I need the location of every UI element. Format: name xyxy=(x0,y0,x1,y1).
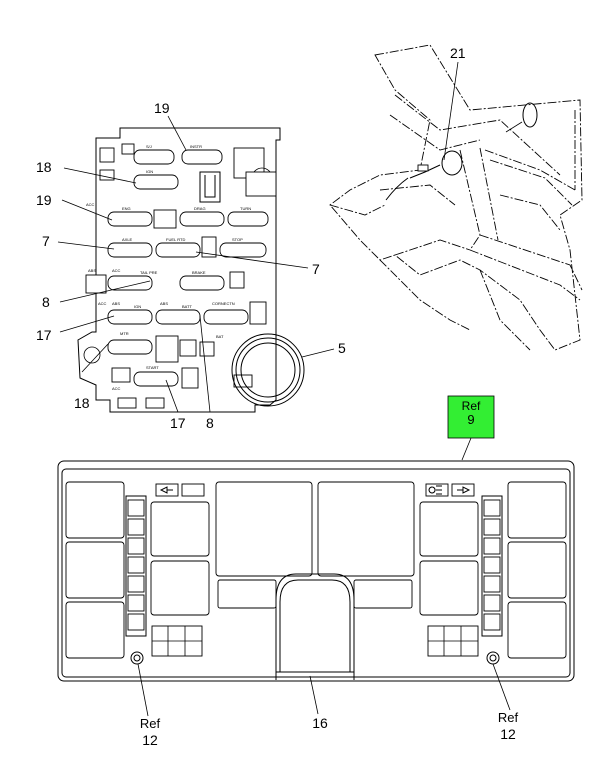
fuse-label-ign: IGN xyxy=(146,169,153,174)
fuse-label-sj: S/J xyxy=(146,144,152,149)
ref-12-right-label: Ref xyxy=(498,710,519,725)
fuse-label-eng: ENG xyxy=(122,206,131,211)
fuse-row-3 xyxy=(107,209,269,229)
fuse-row-6 xyxy=(107,301,267,325)
fuse-label-stop: STOP xyxy=(232,237,243,242)
fuse-label-instr: INSTR xyxy=(190,144,202,149)
fuse-label-acc-b: ACC xyxy=(112,386,121,391)
fuse-label-abs2: ABS xyxy=(112,301,120,306)
callout-8-left: 8 xyxy=(42,294,50,310)
fuse-row-2 xyxy=(133,174,179,190)
fuse-label-start: START xyxy=(146,365,159,370)
fuse-label-ign2: IGN xyxy=(134,304,141,309)
fuse-row-5 xyxy=(85,271,245,294)
fuse-panel: S/J INSTR IGN ENG DRAG TURN AXLE FUEL RT… xyxy=(77,127,281,413)
round-gauge xyxy=(231,333,305,407)
callout-18-top: 18 xyxy=(36,159,52,175)
fuse-label-mtr: MTR xyxy=(120,331,129,336)
ref-9-label: Ref xyxy=(462,399,481,413)
fuse-label-cornectn: CORNECTN xyxy=(212,301,235,306)
leader-21 xyxy=(443,61,459,161)
callout-7-left: 7 xyxy=(42,233,50,249)
ref-12-left-label: Ref xyxy=(140,716,161,731)
fuse-leaders xyxy=(57,115,335,413)
callout-17-left: 17 xyxy=(36,327,52,343)
fuse-label-acc3: ACC xyxy=(98,301,107,306)
ref-9-number: 9 xyxy=(467,412,474,427)
ref-12-right-number: 12 xyxy=(500,726,516,742)
callout-16: 16 xyxy=(312,715,328,731)
fuse-label-fuel: FUEL RTD xyxy=(166,237,185,242)
callout-19-top: 19 xyxy=(154,100,170,116)
fuse-label-abs: ABS xyxy=(88,268,96,273)
fuse-label-tail: TAIL PRE xyxy=(140,270,158,275)
leader-ref-12-right xyxy=(492,663,511,711)
callout-19-left: 19 xyxy=(36,192,52,208)
callout-17-bottom: 17 xyxy=(170,415,186,431)
ref-9-badge[interactable]: Ref 9 xyxy=(447,395,495,439)
callout-7-right: 7 xyxy=(312,261,320,277)
dash-mount-view xyxy=(329,44,583,351)
fuse-label-acc2: ACC xyxy=(86,202,95,207)
leader-16 xyxy=(309,675,319,715)
fuse-label-turn: TURN xyxy=(240,206,251,211)
fuse-label-acc: ACC xyxy=(112,268,121,273)
instrument-panel xyxy=(57,460,575,682)
fuse-label-drag: DRAG xyxy=(194,206,206,211)
fuse-row-8 xyxy=(111,367,253,409)
fuse-row-4 xyxy=(107,236,267,258)
callout-18-bottom: 18 xyxy=(74,395,90,411)
callout-5: 5 xyxy=(338,340,346,356)
fuse-label-bat: BAT xyxy=(216,334,224,339)
ref-12-left-number: 12 xyxy=(142,732,158,748)
callout-21: 21 xyxy=(450,45,466,61)
callout-8-bottom: 8 xyxy=(206,415,214,431)
fuse-row-1 xyxy=(133,149,223,165)
leader-ref-9 xyxy=(461,437,472,461)
fuse-label-brake: BRAKE xyxy=(192,270,206,275)
fuse-row-7 xyxy=(107,335,215,363)
fuse-label-abs3: ABS xyxy=(160,301,168,306)
fuse-label-batt: BATT xyxy=(182,304,192,309)
leader-ref-12-left xyxy=(137,663,149,717)
fuse-label-axle: AXLE xyxy=(122,237,133,242)
